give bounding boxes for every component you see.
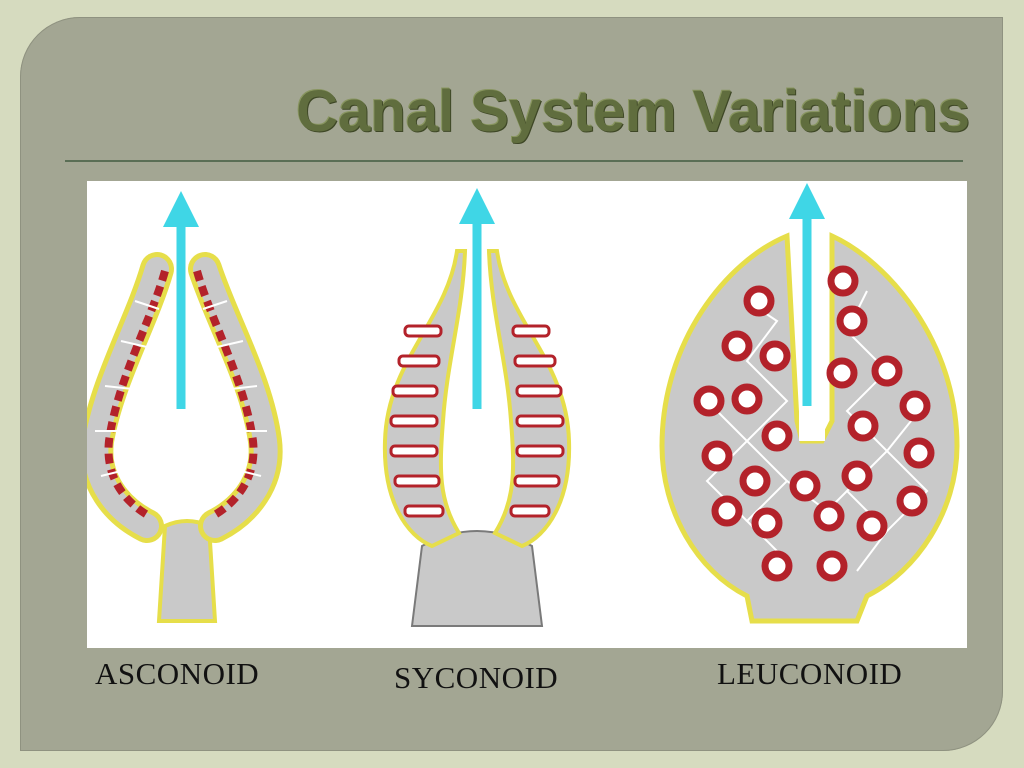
syconoid-wall-left [382, 249, 468, 549]
title-divider [65, 160, 963, 162]
diagram-svg [87, 183, 960, 627]
leuconoid-diagram [659, 183, 960, 624]
asconoid-diagram [87, 191, 283, 623]
label-asconoid: ASCONOID [95, 656, 260, 691]
asconoid-base [156, 519, 218, 623]
canal-system-diagram [87, 181, 967, 648]
label-syconoid: SYCONOID [394, 660, 559, 695]
syconoid-diagram [382, 188, 572, 627]
label-leuconoid: LEUCONOID [717, 656, 903, 691]
syconoid-wall-right [486, 249, 572, 549]
slide-title: Canal System Variations [296, 79, 970, 144]
